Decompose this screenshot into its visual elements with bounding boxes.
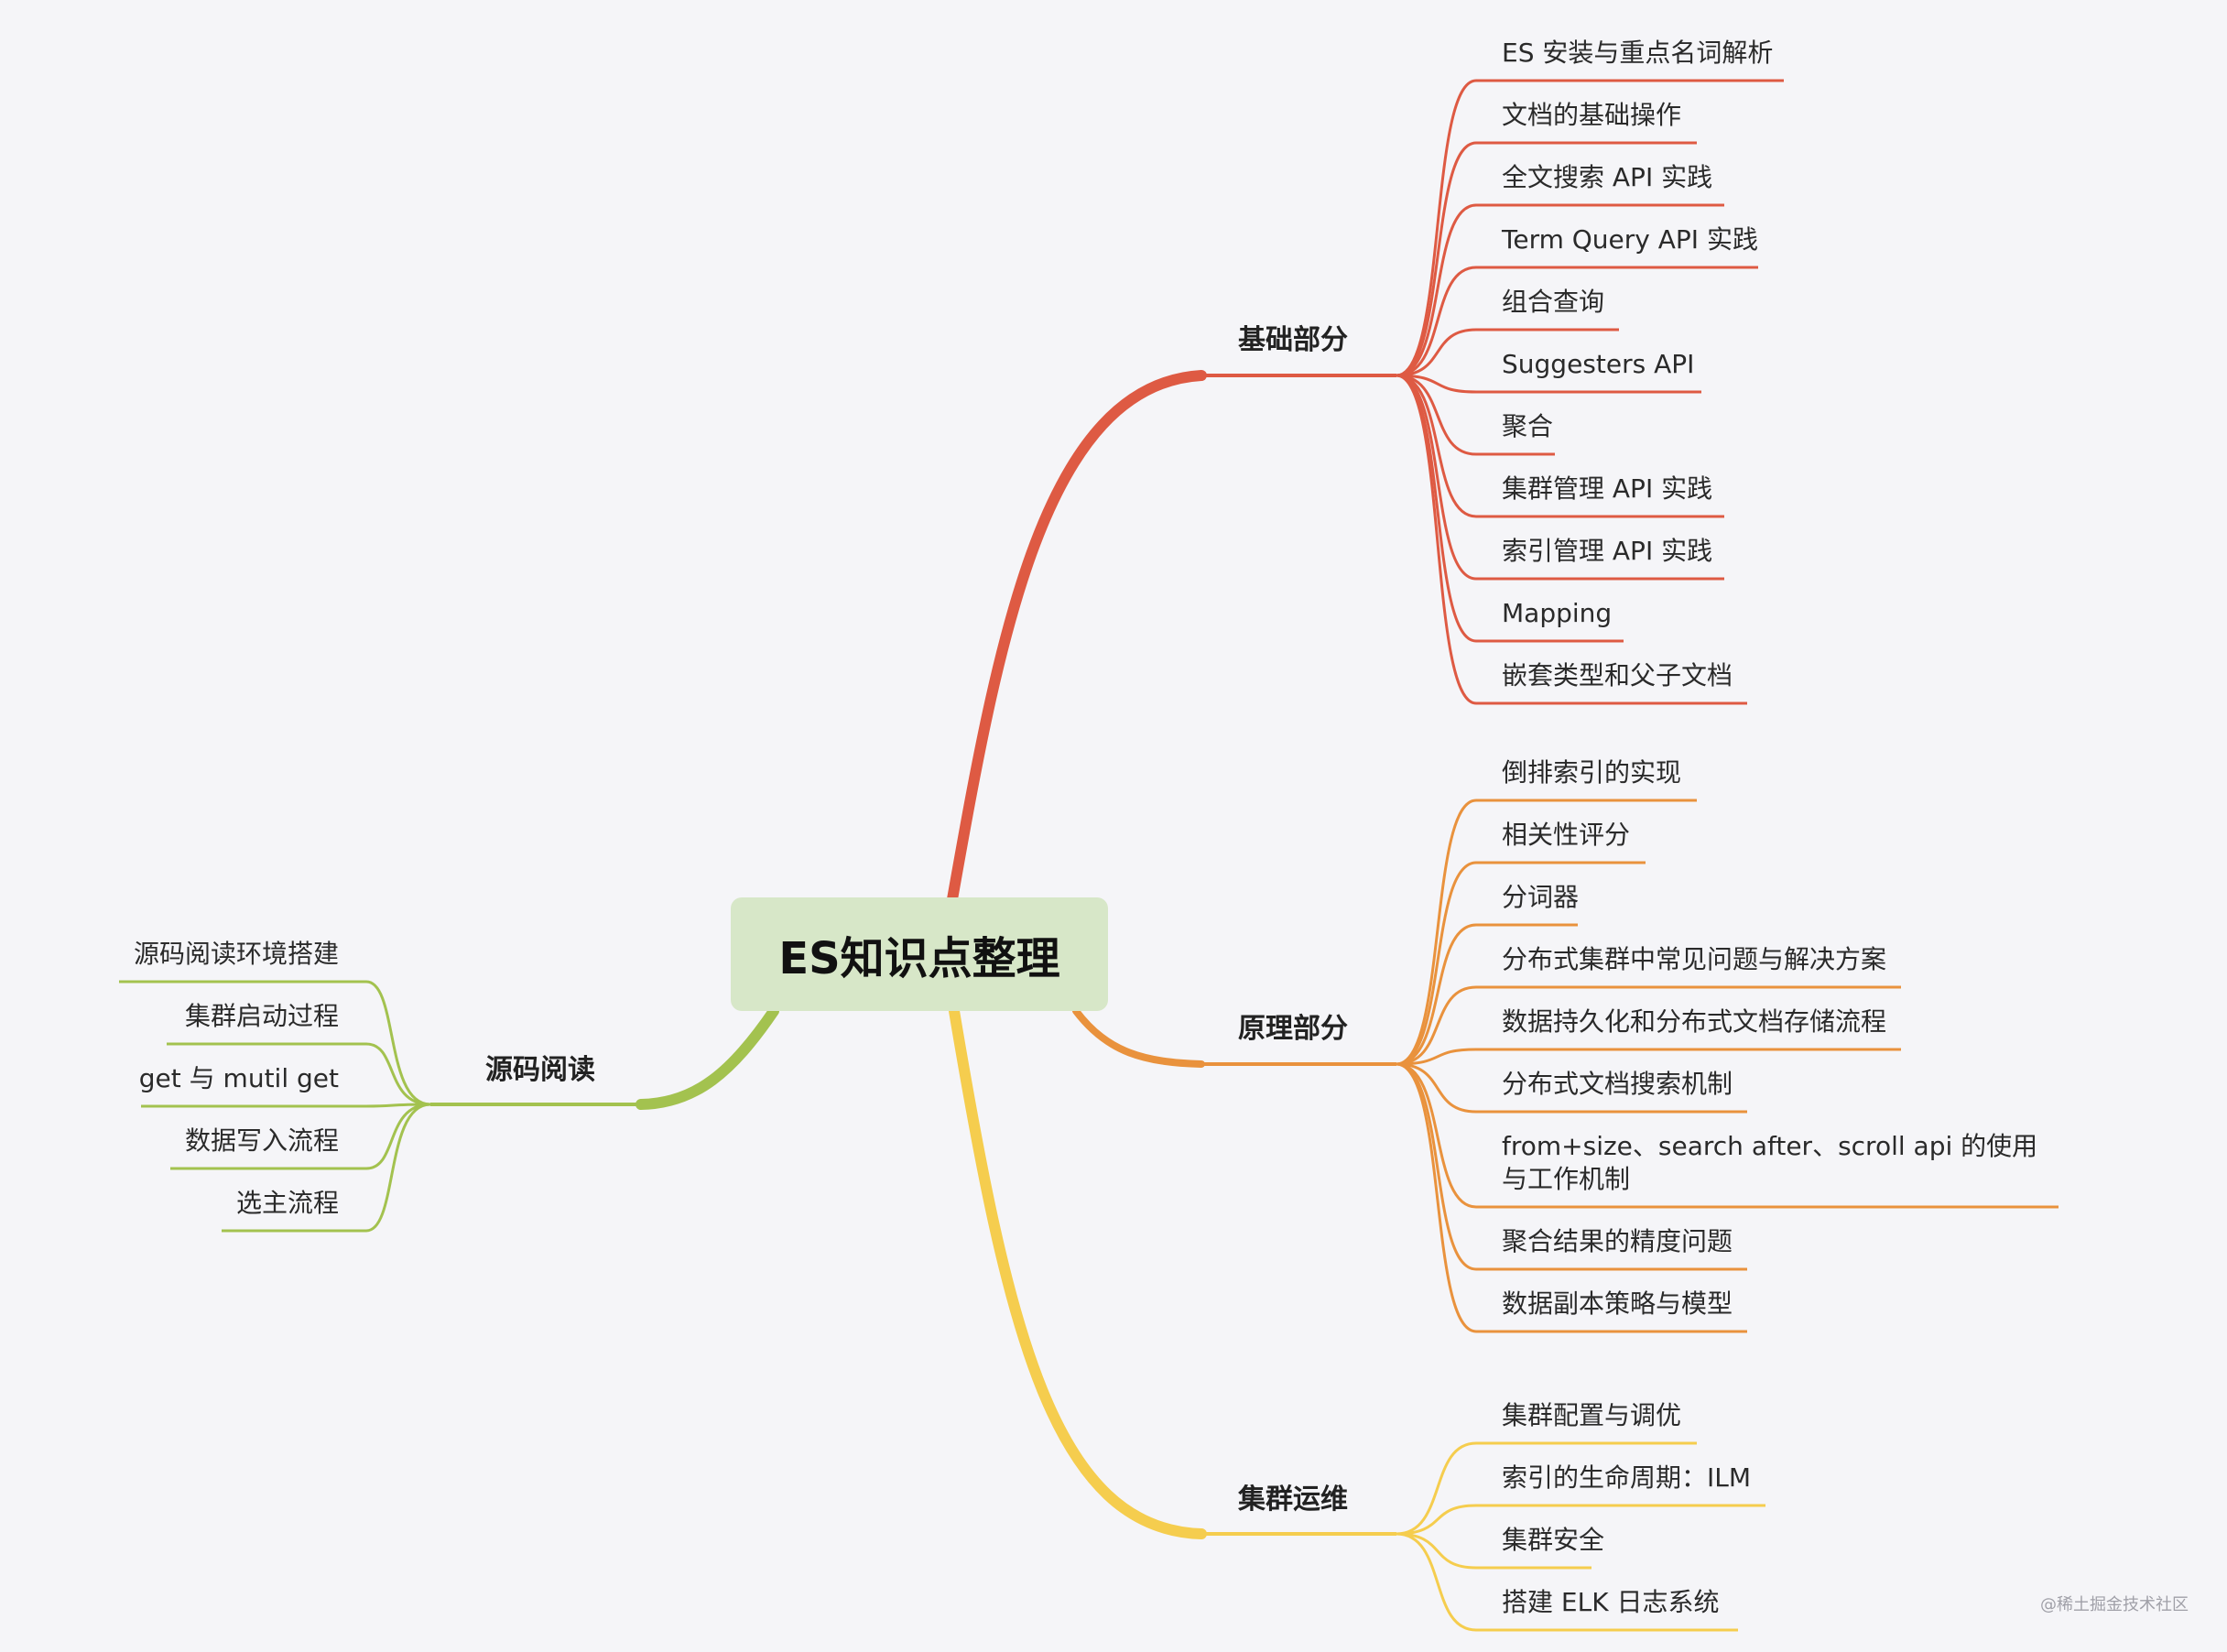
ops-item-connector-1 [1396,1504,1477,1536]
source-item-connector-4 [365,1103,431,1233]
principles-item-7[interactable]: 聚合结果的精度问题 [1502,1226,1733,1256]
principles-item-2[interactable]: 分词器 [1502,882,1580,912]
ops-item-connector-0 [1396,1441,1477,1536]
basics-item-connector-8 [1396,374,1477,581]
basics-item-8[interactable]: 索引管理 API 实践 [1502,536,1713,566]
ops-item-2[interactable]: 集群安全 [1502,1525,1605,1555]
source-item-connector-2 [365,1103,431,1108]
basics-item-4[interactable]: 组合查询 [1502,287,1605,317]
branch-label-principles[interactable]: 原理部分 [1238,1013,1348,1045]
principles-item-connector-0 [1396,799,1477,1066]
principles-item-connector-1 [1396,861,1477,1066]
principles-item-connector-3 [1396,985,1477,1066]
basics-item-7[interactable]: 集群管理 API 实践 [1502,473,1713,504]
principles-item-4[interactable]: 数据持久化和分布式文档存储流程 [1502,1006,1887,1037]
ops-item-connector-3 [1396,1532,1477,1632]
basics-item-connector-2 [1396,203,1477,377]
principles-item-6[interactable]: from+size、search after、scroll api 的使用与工作… [1502,1131,2038,1194]
basics-item-connector-0 [1396,79,1477,377]
principles-item-connector-4 [1396,1048,1477,1066]
source-item-2[interactable]: get 与 mutil get [138,1063,339,1093]
basics-item-connector-10 [1396,374,1477,705]
basics-item-5[interactable]: Suggesters API [1502,349,1695,379]
connector-root-basics [947,370,1207,905]
principles-item-0[interactable]: 倒排索引的实现 [1502,757,1682,788]
branch-label-basics[interactable]: 基础部分 [1238,324,1348,356]
source-item-1[interactable]: 集群启动过程 [184,1001,339,1031]
principles-item-connector-6 [1396,1062,1477,1209]
principles-item-connector-8 [1396,1062,1477,1333]
basics-item-3[interactable]: Term Query API 实践 [1502,224,1758,255]
ops-item-3[interactable]: 搭建 ELK 日志系统 [1502,1587,1720,1617]
basics-item-6[interactable]: 聚合 [1502,411,1554,441]
basics-item-connector-1 [1396,141,1477,377]
source-item-3[interactable]: 数据写入流程 [184,1125,339,1156]
principles-item-1[interactable]: 相关性评分 [1502,820,1631,850]
root-label: ES知识点整理 [778,933,1060,984]
principles-item-5[interactable]: 分布式文档搜索机制 [1502,1069,1733,1099]
principles-item-connector-7 [1396,1062,1477,1271]
connector-root-ops [949,1005,1207,1539]
watermark: @稀土掘金技术社区 [2040,1595,2189,1614]
source-item-connector-0 [365,980,431,1106]
source-item-connector-3 [365,1103,431,1170]
branch-label-source[interactable]: 源码阅读 [485,1054,595,1086]
ops-item-1[interactable]: 索引的生命周期：ILM [1502,1462,1752,1493]
principles-item-connector-5 [1396,1062,1477,1114]
principles-item-3[interactable]: 分布式集群中常见问题与解决方案 [1502,944,1887,974]
ops-item-0[interactable]: 集群配置与调优 [1502,1400,1682,1430]
basics-item-connector-7 [1396,374,1477,518]
ops-item-connector-2 [1396,1532,1477,1570]
basics-item-2[interactable]: 全文搜索 API 实践 [1502,162,1713,192]
source-item-4[interactable]: 选主流程 [235,1188,339,1218]
basics-item-0[interactable]: ES 安装与重点名词解析 [1502,38,1774,68]
principles-item-connector-2 [1396,923,1477,1066]
source-item-connector-1 [365,1042,431,1106]
connector-root-principles [1072,1007,1205,1068]
basics-item-connector-5 [1396,374,1477,394]
basics-item-connector-4 [1396,328,1477,377]
basics-item-connector-3 [1396,266,1477,377]
root-node[interactable]: ES知识点整理 [731,897,1108,1011]
connector-root-source [636,1005,779,1110]
principles-item-8[interactable]: 数据副本策略与模型 [1502,1288,1733,1319]
basics-item-1[interactable]: 文档的基础操作 [1502,100,1682,130]
basics-item-10[interactable]: 嵌套类型和父子文档 [1502,660,1733,690]
branch-label-ops[interactable]: 集群运维 [1238,1484,1348,1516]
basics-item-connector-6 [1396,374,1477,456]
basics-item-9[interactable]: Mapping [1502,598,1613,628]
source-item-0[interactable]: 源码阅读环境搭建 [133,939,339,969]
